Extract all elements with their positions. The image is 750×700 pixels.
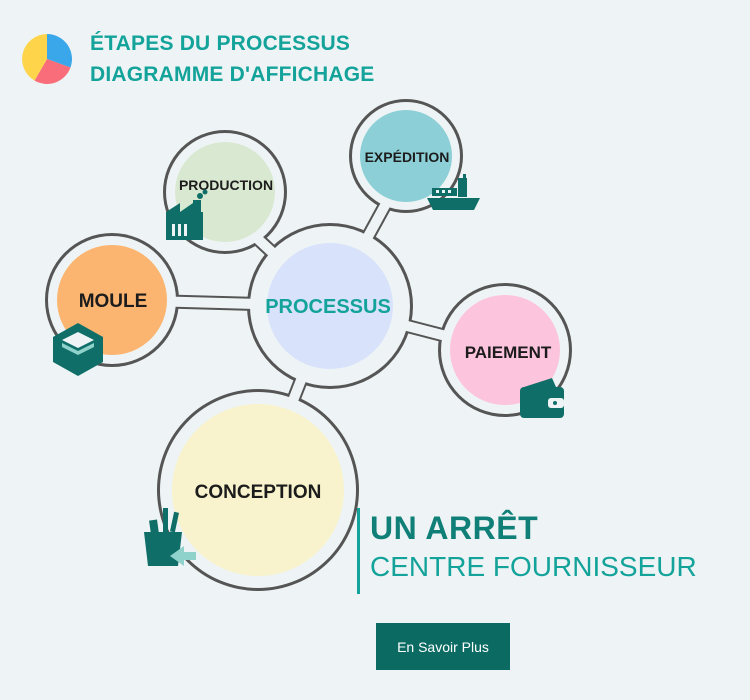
node-conception xyxy=(172,404,344,576)
page-title: ÉTAPES DU PROCESSUS DIAGRAMME D'AFFICHAG… xyxy=(90,28,375,90)
paiement-label: PAIEMENT xyxy=(465,343,552,362)
title-line-2: DIAGRAMME D'AFFICHAGE xyxy=(90,63,375,86)
cube-icon xyxy=(53,323,103,376)
center-node xyxy=(267,243,393,369)
conception-label: CONCEPTION xyxy=(195,482,322,503)
tagline: UN ARRÊT CENTRE FOURNISSEUR xyxy=(357,508,697,594)
moule-label: MOULE xyxy=(79,291,148,312)
production-label: PRODUCTION xyxy=(179,177,273,193)
center-label: PROCESSUS xyxy=(265,296,391,318)
tagline-sub: CENTRE FOURNISSEUR xyxy=(370,551,697,582)
pie-chart-icon xyxy=(22,34,72,84)
title-line-1: ÉTAPES DU PROCESSUS xyxy=(90,32,351,55)
brush-cup-icon xyxy=(144,508,196,566)
factory-icon xyxy=(166,189,208,240)
node-paiement xyxy=(450,295,560,405)
ship-icon xyxy=(427,174,480,210)
expedition-label: EXPÉDITION xyxy=(365,149,450,165)
wallet-icon xyxy=(520,378,564,418)
node-expedition xyxy=(360,110,452,202)
tagline-main: UN ARRÊT xyxy=(370,510,539,546)
header: ÉTAPES DU PROCESSUS DIAGRAMME D'AFFICHAG… xyxy=(20,28,375,90)
learn-more-button[interactable]: En Savoir Plus xyxy=(376,623,510,670)
